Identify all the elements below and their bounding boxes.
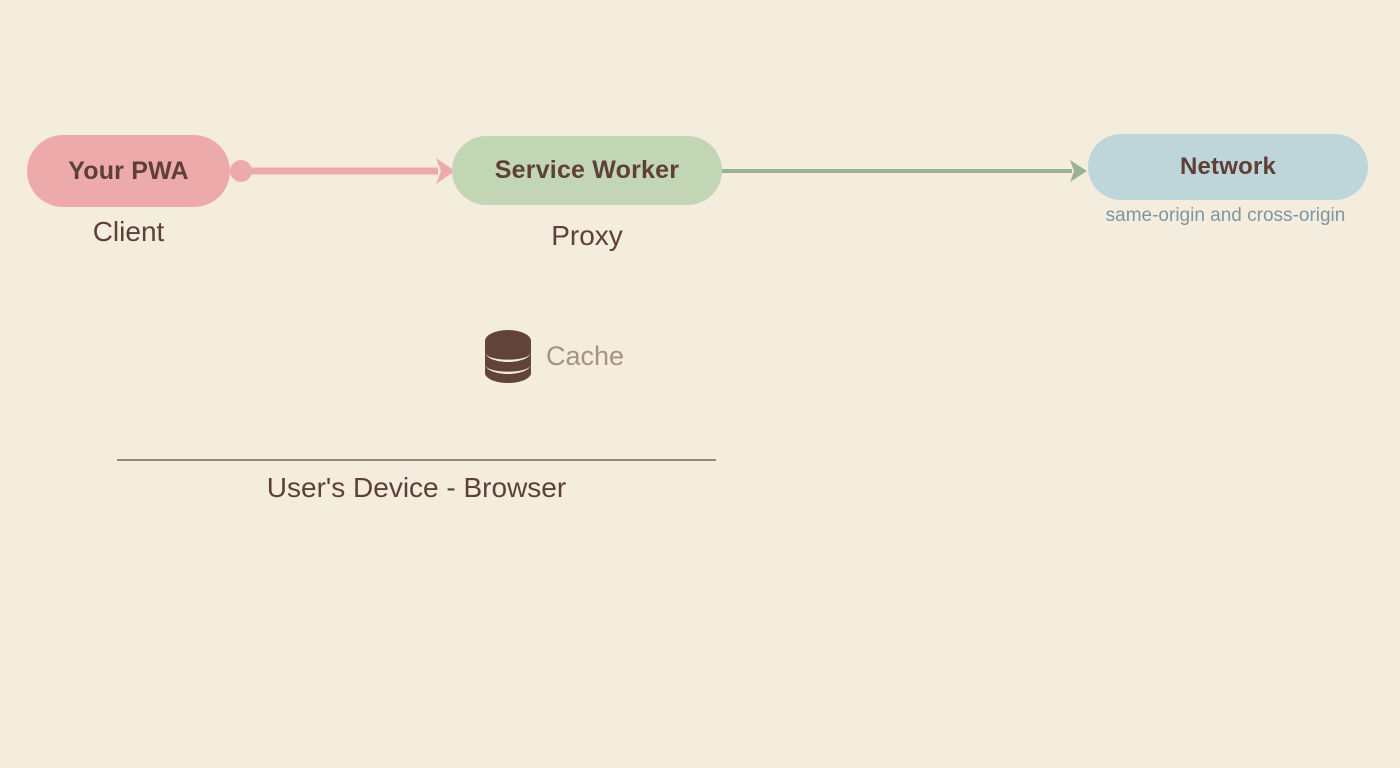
device-boundary-label: User's Device - Browser	[266, 472, 567, 503]
arrowhead-icon	[1070, 160, 1087, 182]
node-your-pwa-label: Your PWA	[68, 156, 189, 185]
connector-service-worker-to-network	[722, 160, 1087, 182]
node-service-worker[interactable]: Service Worker	[452, 136, 722, 205]
connector-pwa-to-service-worker	[230, 158, 455, 184]
node-network[interactable]: Network	[1088, 134, 1368, 200]
node-network-label: Network	[1179, 153, 1277, 180]
cache-label: Cache	[546, 340, 625, 371]
cache-store[interactable]: Cache	[484, 328, 624, 384]
device-boundary-line	[117, 459, 716, 461]
node-service-worker-caption: Proxy	[551, 220, 623, 251]
node-service-worker-label: Service Worker	[494, 156, 680, 184]
node-your-pwa[interactable]: Your PWA	[27, 135, 230, 207]
node-network-caption: same-origin and cross-origin	[1105, 205, 1346, 226]
database-icon	[485, 330, 531, 383]
node-your-pwa-caption: Client	[92, 216, 165, 247]
connector-start-dot-icon	[230, 160, 252, 182]
